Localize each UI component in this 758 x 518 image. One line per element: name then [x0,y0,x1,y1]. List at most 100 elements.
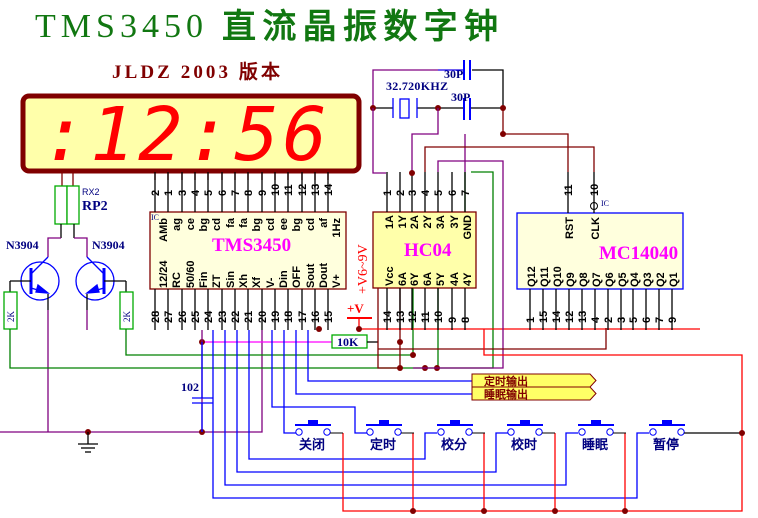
q1-label: N3904 [6,238,39,252]
hc04-pin-label: 1Y [397,214,409,228]
tms3450-pin-number: 24 [203,310,215,323]
tms-ic-tag: IC [151,213,159,222]
mc14040-pin-label: Q12 [526,266,538,287]
hc04-pin-number: 10 [433,311,445,323]
mc14040-pin-number: 1 [525,317,537,323]
mc14040-pin-label: Q1 [668,272,680,287]
resistor-2k-right [119,291,134,330]
tms3450-pin-label: 50/60 [185,260,197,288]
mc14040-pin-label: RST [564,217,576,239]
hc04-pin-label: 2Y [422,214,434,228]
hc04-pin-number: 2 [395,190,407,196]
push-button-0[interactable]: 关闭 [295,420,343,453]
tms3450-pin-label: Din [278,270,290,288]
cap1-label: 30P [444,67,463,81]
hc04-pin-label: GND [462,215,474,240]
button-label: 定时 [369,437,396,453]
push-button-5[interactable]: 暂停 [649,420,697,453]
hc04-pin-number: 8 [460,317,472,323]
tms3450-pin-label: V- [265,277,277,288]
hc04-chip [372,211,477,289]
tms3450-pin-label: bg [198,218,210,231]
button-label: 校分 [441,437,467,453]
tms3450-pin-number: 20 [257,311,269,323]
tms3450-pin-label: ee [278,218,290,230]
mc14040-pin-label: Q8 [578,272,590,287]
mc14040-pin-label: CLK [590,217,602,240]
resistor-2k-left [3,291,18,330]
output-port-0: 定时输出 [471,373,597,388]
hc04-pin-label: 6A [397,272,409,286]
tms3450-pin-label: cd [305,218,317,231]
hc04-pin-number: 11 [420,311,432,323]
rp2-resistor-b [66,185,80,225]
tms3450-pin-label: RC [171,272,183,288]
hc04-pin-number: 3 [407,190,419,196]
tms3450-pin-number: 3 [177,190,189,196]
mc14040-pin-number: 3 [616,317,628,323]
mc14040-chip [516,212,684,290]
hc04-pin-number: 6 [447,190,459,196]
tms3450-pin-label: Xf [251,277,263,288]
tms3450-pin-label: AMb [158,218,170,242]
hc04-pin-number: 9 [447,317,459,323]
mc14040-pin-number: 7 [654,317,666,323]
tms3450-pin-number: 22 [230,311,242,323]
tms3450-pin-number: 4 [190,189,202,196]
hc04-pin-label: 6Y [409,272,421,286]
mc14040-pin-label: Q2 [655,272,667,287]
mc14040-pin-label: Q3 [642,272,654,287]
hc04-pin-label: 5Y [435,272,447,286]
mc14040-pin-number: 6 [641,317,653,323]
mc14040-pin-label: Q5 [617,272,629,287]
tms3450-pin-number: 14 [323,183,335,196]
button-label: 关闭 [299,437,325,453]
hc04-pin-label: 4Y [462,272,474,286]
tms3450-pin-label: Sout [305,263,317,288]
mc14040-pin-number: 9 [667,317,679,323]
button-label: 睡眠 [582,437,608,453]
tms3450-pin-number: 11 [283,184,295,196]
tms3450-pin-number: 25 [190,311,202,323]
hc04-pin-label: 3Y [449,214,461,228]
mc14040-pin-number: 4 [590,316,602,323]
mc14040-pin-label: Q4 [629,271,641,287]
tms3450-pin-label: Dout [318,263,330,288]
mc-ic-tag: IC [601,199,609,208]
title-chinese: 直流晶振数字钟 [222,7,498,47]
output-port-label: 定时输出 [484,374,528,388]
title-model: TMS3450 [35,8,203,45]
tms3450-pin-number: 1 [163,190,175,196]
mc14040-pin-label: Q11 [539,267,551,287]
tms3450-pin-number: 10 [270,184,282,196]
transistor-q1-icon [10,256,60,301]
push-button-1[interactable]: 定时 [366,420,414,453]
button-label: 暂停 [653,437,679,453]
tms3450-pin-label: fa [238,217,250,228]
tms3450-pin-label: cd [211,218,223,231]
hc04-pin-number: 4 [420,189,432,196]
push-button-2[interactable]: 校分 [437,420,485,453]
tms3450-pin-number: 6 [217,190,229,196]
subtitle: JLDZ 2003 版本 [112,60,280,83]
tms3450-name: TMS3450 [212,235,291,256]
tms3450-pin-label: af [318,218,330,228]
tms3450-pin-label: fa [225,217,237,228]
hc04-pin-label: 2A [409,215,421,229]
hc04-pin-label: 3A [435,215,447,229]
mc14040-name: MC14040 [599,243,678,264]
vplus-label: +V [347,301,364,316]
crystal-icon [392,98,418,119]
q2-label: N3904 [92,238,125,252]
mc14040-pin-number: 11 [563,184,575,196]
hc04-pin-number: 7 [460,190,472,196]
cap2-label: 30P [451,90,470,104]
led-display [20,93,362,174]
push-button-4[interactable]: 睡眠 [578,420,626,453]
push-button-3[interactable]: 校时 [507,420,555,453]
mc14040-pin-label: Q10 [552,266,564,287]
tms3450-pin-label: cd [265,218,277,231]
tms3450-pin-number: 12 [297,184,309,196]
output-port-label: 睡眠输出 [484,387,528,401]
tms3450-pin-number: 7 [230,190,242,196]
